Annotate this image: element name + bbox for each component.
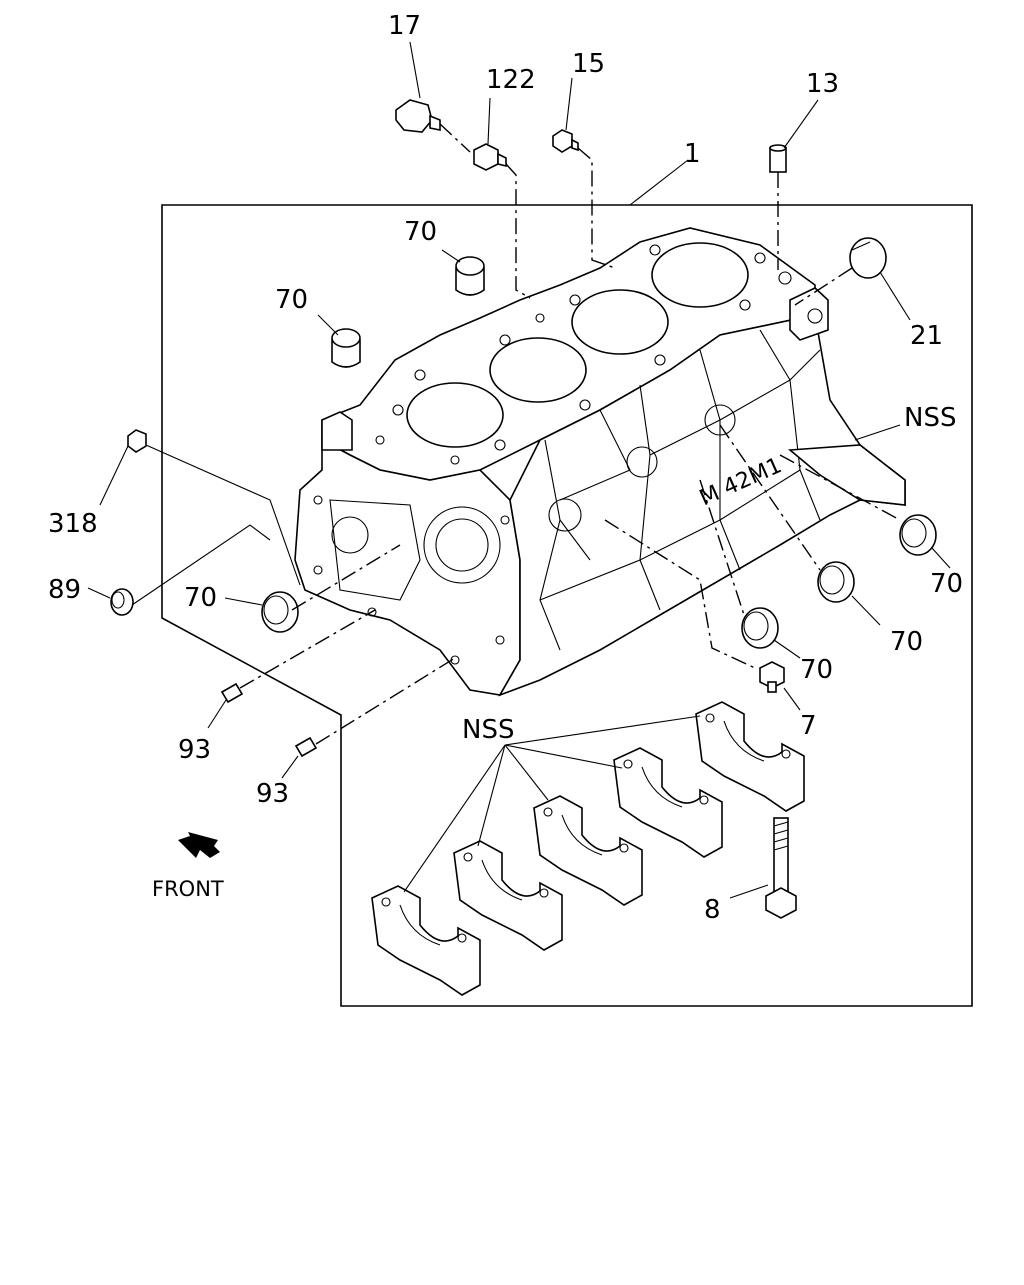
cylinder-bore-2 <box>489 337 587 403</box>
part-17-sensor <box>395 99 441 133</box>
callout-17: 17 <box>388 11 421 41</box>
part-122-plug <box>473 143 507 171</box>
part-70-cap-a <box>455 256 485 296</box>
side-boss-2 <box>626 446 658 478</box>
cylinder-bore-3 <box>571 289 669 355</box>
center-lines <box>239 123 901 745</box>
side-boss-1 <box>548 498 582 532</box>
callout-93-b: 93 <box>256 779 289 809</box>
callout-7: 7 <box>800 711 817 741</box>
front-boss <box>321 411 353 451</box>
rear-boss-hole <box>807 308 823 324</box>
callout-nss-caps: NSS <box>462 715 514 745</box>
bearing-cap-5 <box>695 701 805 812</box>
bearing-cap-4 <box>613 747 723 858</box>
callout-122: 122 <box>486 65 536 95</box>
callout-8: 8 <box>704 895 721 925</box>
callout-70-d: 70 <box>930 569 963 599</box>
part-21-cap <box>849 237 887 279</box>
cylinder-bore-4 <box>651 242 749 308</box>
part-93-dowel-a <box>220 682 244 704</box>
callout-21: 21 <box>910 321 943 351</box>
callout-1: 1 <box>684 139 701 169</box>
callout-nss-bracket: NSS <box>904 403 956 433</box>
callout-70-e: 70 <box>890 627 923 657</box>
front-web <box>329 499 421 601</box>
part-8-bolt <box>765 817 797 919</box>
bearing-cap-1 <box>371 885 481 996</box>
block-front-face <box>294 438 521 696</box>
part-70-bushing-c <box>261 591 299 633</box>
bearing-cap-2 <box>453 840 563 951</box>
rear-boss <box>789 287 829 341</box>
part-70-bushing-e <box>817 561 855 603</box>
side-boss-3 <box>704 404 736 436</box>
part-70-bushing-d <box>899 514 937 556</box>
front-bore-left <box>331 516 369 554</box>
callout-13: 13 <box>806 69 839 99</box>
callout-70-b: 70 <box>275 285 308 315</box>
part-70-bushing-f <box>741 607 779 649</box>
cylinder-block: M 42M1 <box>294 227 906 697</box>
part-318-plug <box>127 429 147 453</box>
part-70-cap-b <box>331 328 361 368</box>
callout-70-c: 70 <box>184 583 217 613</box>
front-label: FRONT <box>152 877 224 901</box>
front-bore-main <box>423 506 501 584</box>
callout-15: 15 <box>572 49 605 79</box>
part-15-plug <box>552 129 579 153</box>
callout-70-a: 70 <box>404 217 437 247</box>
assembly-frame <box>161 204 973 1007</box>
front-bore-inner <box>435 518 489 572</box>
part-93-dowel-b <box>294 736 318 758</box>
callout-labels: 17 122 15 13 1 70 70 21 NSS 318 89 70 70… <box>48 11 963 925</box>
deck-holes <box>375 244 792 465</box>
part-13-sleeve <box>769 144 787 173</box>
callout-93-a: 93 <box>178 735 211 765</box>
bearing-cap-3 <box>533 795 643 906</box>
part-7-bolt <box>759 661 785 693</box>
main-bearing-caps <box>371 701 805 996</box>
part-89-seal <box>110 588 134 616</box>
rear-mount-bracket <box>787 444 906 506</box>
callout-89: 89 <box>48 575 81 605</box>
block-ribs <box>539 329 821 651</box>
callout-318: 318 <box>48 509 98 539</box>
callout-70-f: 70 <box>800 655 833 685</box>
front-holes <box>313 495 510 665</box>
cylinder-bore-1 <box>406 382 504 448</box>
front-arrow-icon <box>178 832 220 858</box>
leader-lines <box>87 41 951 899</box>
